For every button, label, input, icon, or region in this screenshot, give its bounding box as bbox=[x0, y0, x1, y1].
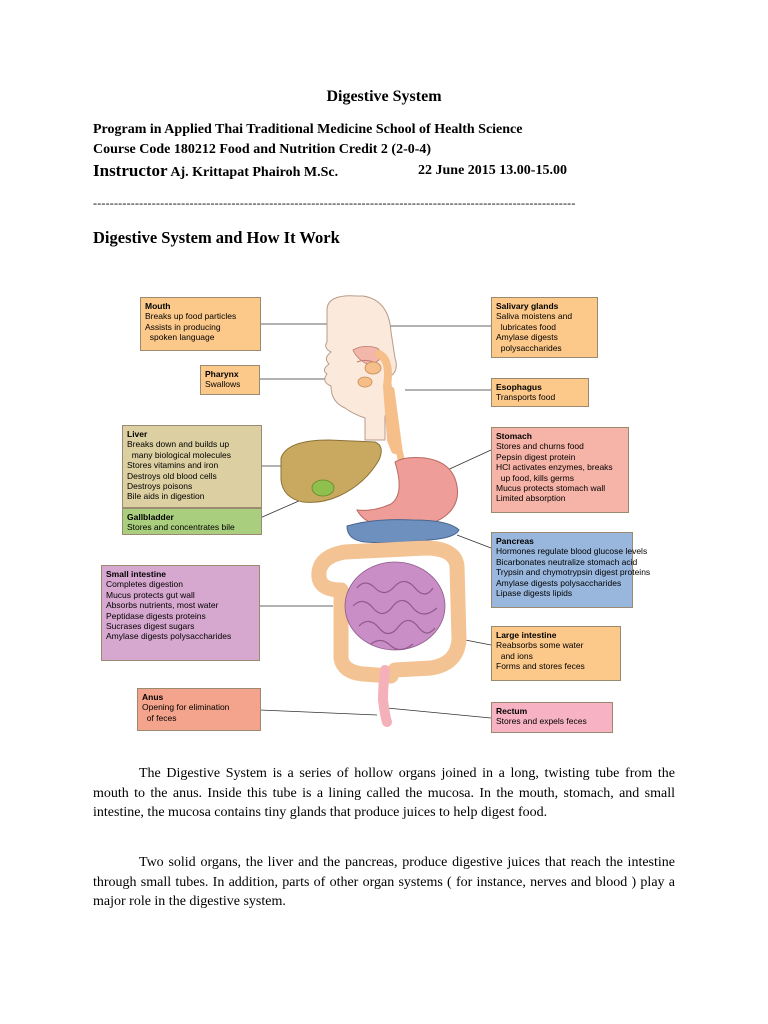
document-title: Digestive System bbox=[326, 88, 442, 105]
label-large-intestine: Large intestine Reabsorbs some water and… bbox=[491, 626, 621, 681]
instructor-line: Instructor Aj. Krittapat Phairoh M.Sc. 2… bbox=[93, 161, 567, 181]
program-line: Program in Applied Thai Traditional Medi… bbox=[93, 122, 523, 137]
label-salivary-glands: Salivary glands Saliva moistens and lubr… bbox=[491, 297, 598, 358]
course-line: Course Code 180212 Food and Nutrition Cr… bbox=[93, 142, 432, 157]
label-pharynx: Pharynx Swallows bbox=[200, 365, 260, 395]
instructor-word: Instructor bbox=[93, 161, 168, 180]
label-rectum: Rectum Stores and expels feces bbox=[491, 702, 613, 733]
label-small-intestine: Small intestine Completes digestion Mucu… bbox=[101, 565, 260, 661]
label-liver: Liver Breaks down and builds up many bio… bbox=[122, 425, 262, 508]
label-esophagus: Esophagus Transports food bbox=[491, 378, 589, 407]
label-pancreas: Pancreas Hormones regulate blood glucose… bbox=[491, 532, 650, 608]
digestive-system-diagram: Mouth Breaks up food particles Assists i… bbox=[95, 290, 650, 733]
separator-line: ----------------------------------------… bbox=[93, 196, 576, 210]
label-stomach: Stomach Stores and churns food Pepsin di… bbox=[491, 427, 629, 513]
instructor-name: Aj. Krittapat Phairoh M.Sc. bbox=[170, 165, 339, 180]
label-mouth: Mouth Breaks up food particles Assists i… bbox=[140, 297, 261, 351]
paragraph-1: The Digestive System is a series of holl… bbox=[93, 766, 675, 820]
date-time: 22 June 2015 13.00-15.00 bbox=[418, 163, 567, 178]
section-heading: Digestive System and How It Work bbox=[93, 228, 340, 247]
anatomy-illustration bbox=[253, 295, 492, 727]
paragraph-2: Two solid organs, the liver and the panc… bbox=[93, 855, 675, 909]
label-gallbladder: Gallbladder Stores and concentrates bile bbox=[122, 508, 262, 535]
label-anus: Anus Opening for elimination of feces bbox=[137, 688, 261, 731]
